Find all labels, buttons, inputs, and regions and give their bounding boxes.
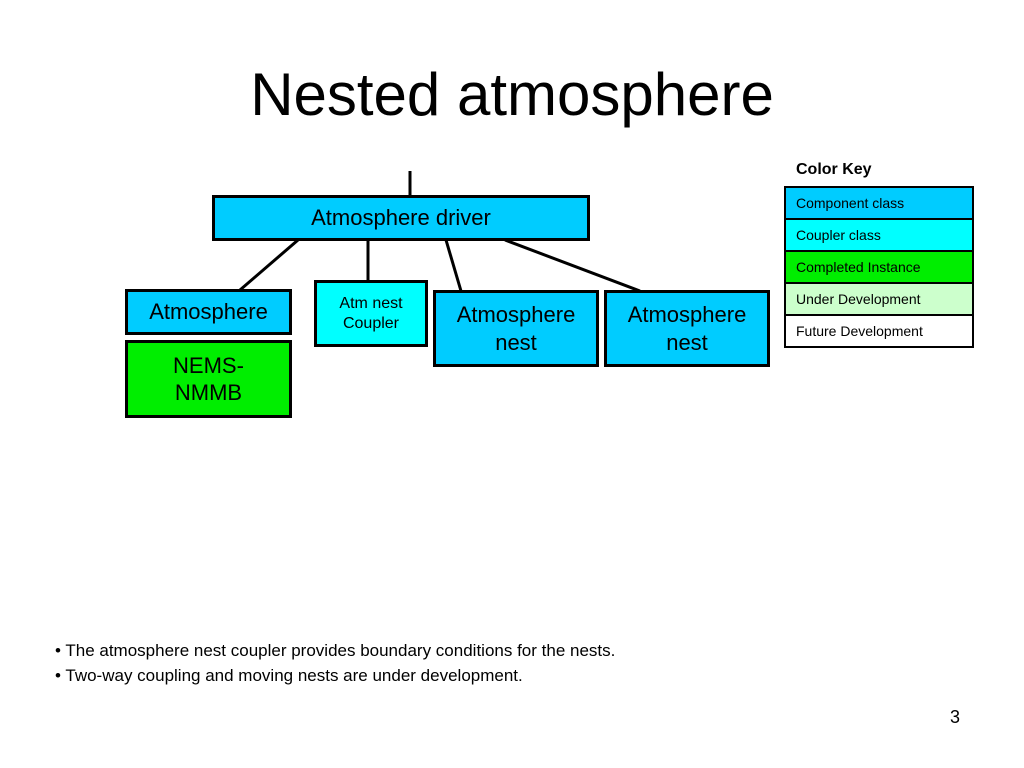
- connector-atmosphere: [239, 238, 299, 292]
- key-under-development: Under Development: [784, 282, 974, 316]
- connector-nest-2: [504, 238, 641, 293]
- atmosphere-driver-box: Atmosphere driver: [212, 195, 590, 241]
- nems-nmmb-box: NEMS- NMMB: [125, 340, 292, 418]
- atmosphere-nest-box-2: Atmosphere nest: [604, 290, 770, 367]
- key-future-development: Future Development: [784, 314, 974, 348]
- bullet-list: • The atmosphere nest coupler provides b…: [55, 638, 615, 688]
- key-label: Component class: [796, 195, 905, 211]
- atm-nest-coupler-label: Atm nest Coupler: [339, 294, 403, 332]
- page-number: 3: [950, 707, 961, 727]
- atmosphere-label: Atmosphere: [149, 299, 268, 325]
- atm-nest-coupler-box: Atm nest Coupler: [314, 280, 428, 347]
- key-coupler-class: Coupler class: [784, 218, 974, 252]
- connector-nest-1: [444, 239, 463, 292]
- bullet-item: • The atmosphere nest coupler provides b…: [55, 641, 616, 660]
- atmosphere-driver-label: Atmosphere driver: [311, 205, 491, 231]
- color-key: Component class Coupler class Completed …: [784, 186, 974, 348]
- page-title: Nested atmosphere: [250, 61, 774, 128]
- nems-nmmb-label: NEMS- NMMB: [173, 352, 244, 406]
- key-label: Coupler class: [796, 227, 881, 243]
- key-label: Future Development: [796, 323, 923, 339]
- key-component-class: Component class: [784, 186, 974, 220]
- atmosphere-nest-box-1: Atmosphere nest: [433, 290, 599, 367]
- atmosphere-nest-label-2: Atmosphere nest: [627, 302, 747, 355]
- bullet-item: • Two-way coupling and moving nests are …: [55, 666, 523, 685]
- key-label: Completed Instance: [796, 259, 921, 275]
- key-completed-instance: Completed Instance: [784, 250, 974, 284]
- color-key-title: Color Key: [796, 161, 872, 178]
- atmosphere-nest-label-1: Atmosphere nest: [456, 302, 576, 355]
- atmosphere-box: Atmosphere: [125, 289, 292, 335]
- key-label: Under Development: [796, 291, 921, 307]
